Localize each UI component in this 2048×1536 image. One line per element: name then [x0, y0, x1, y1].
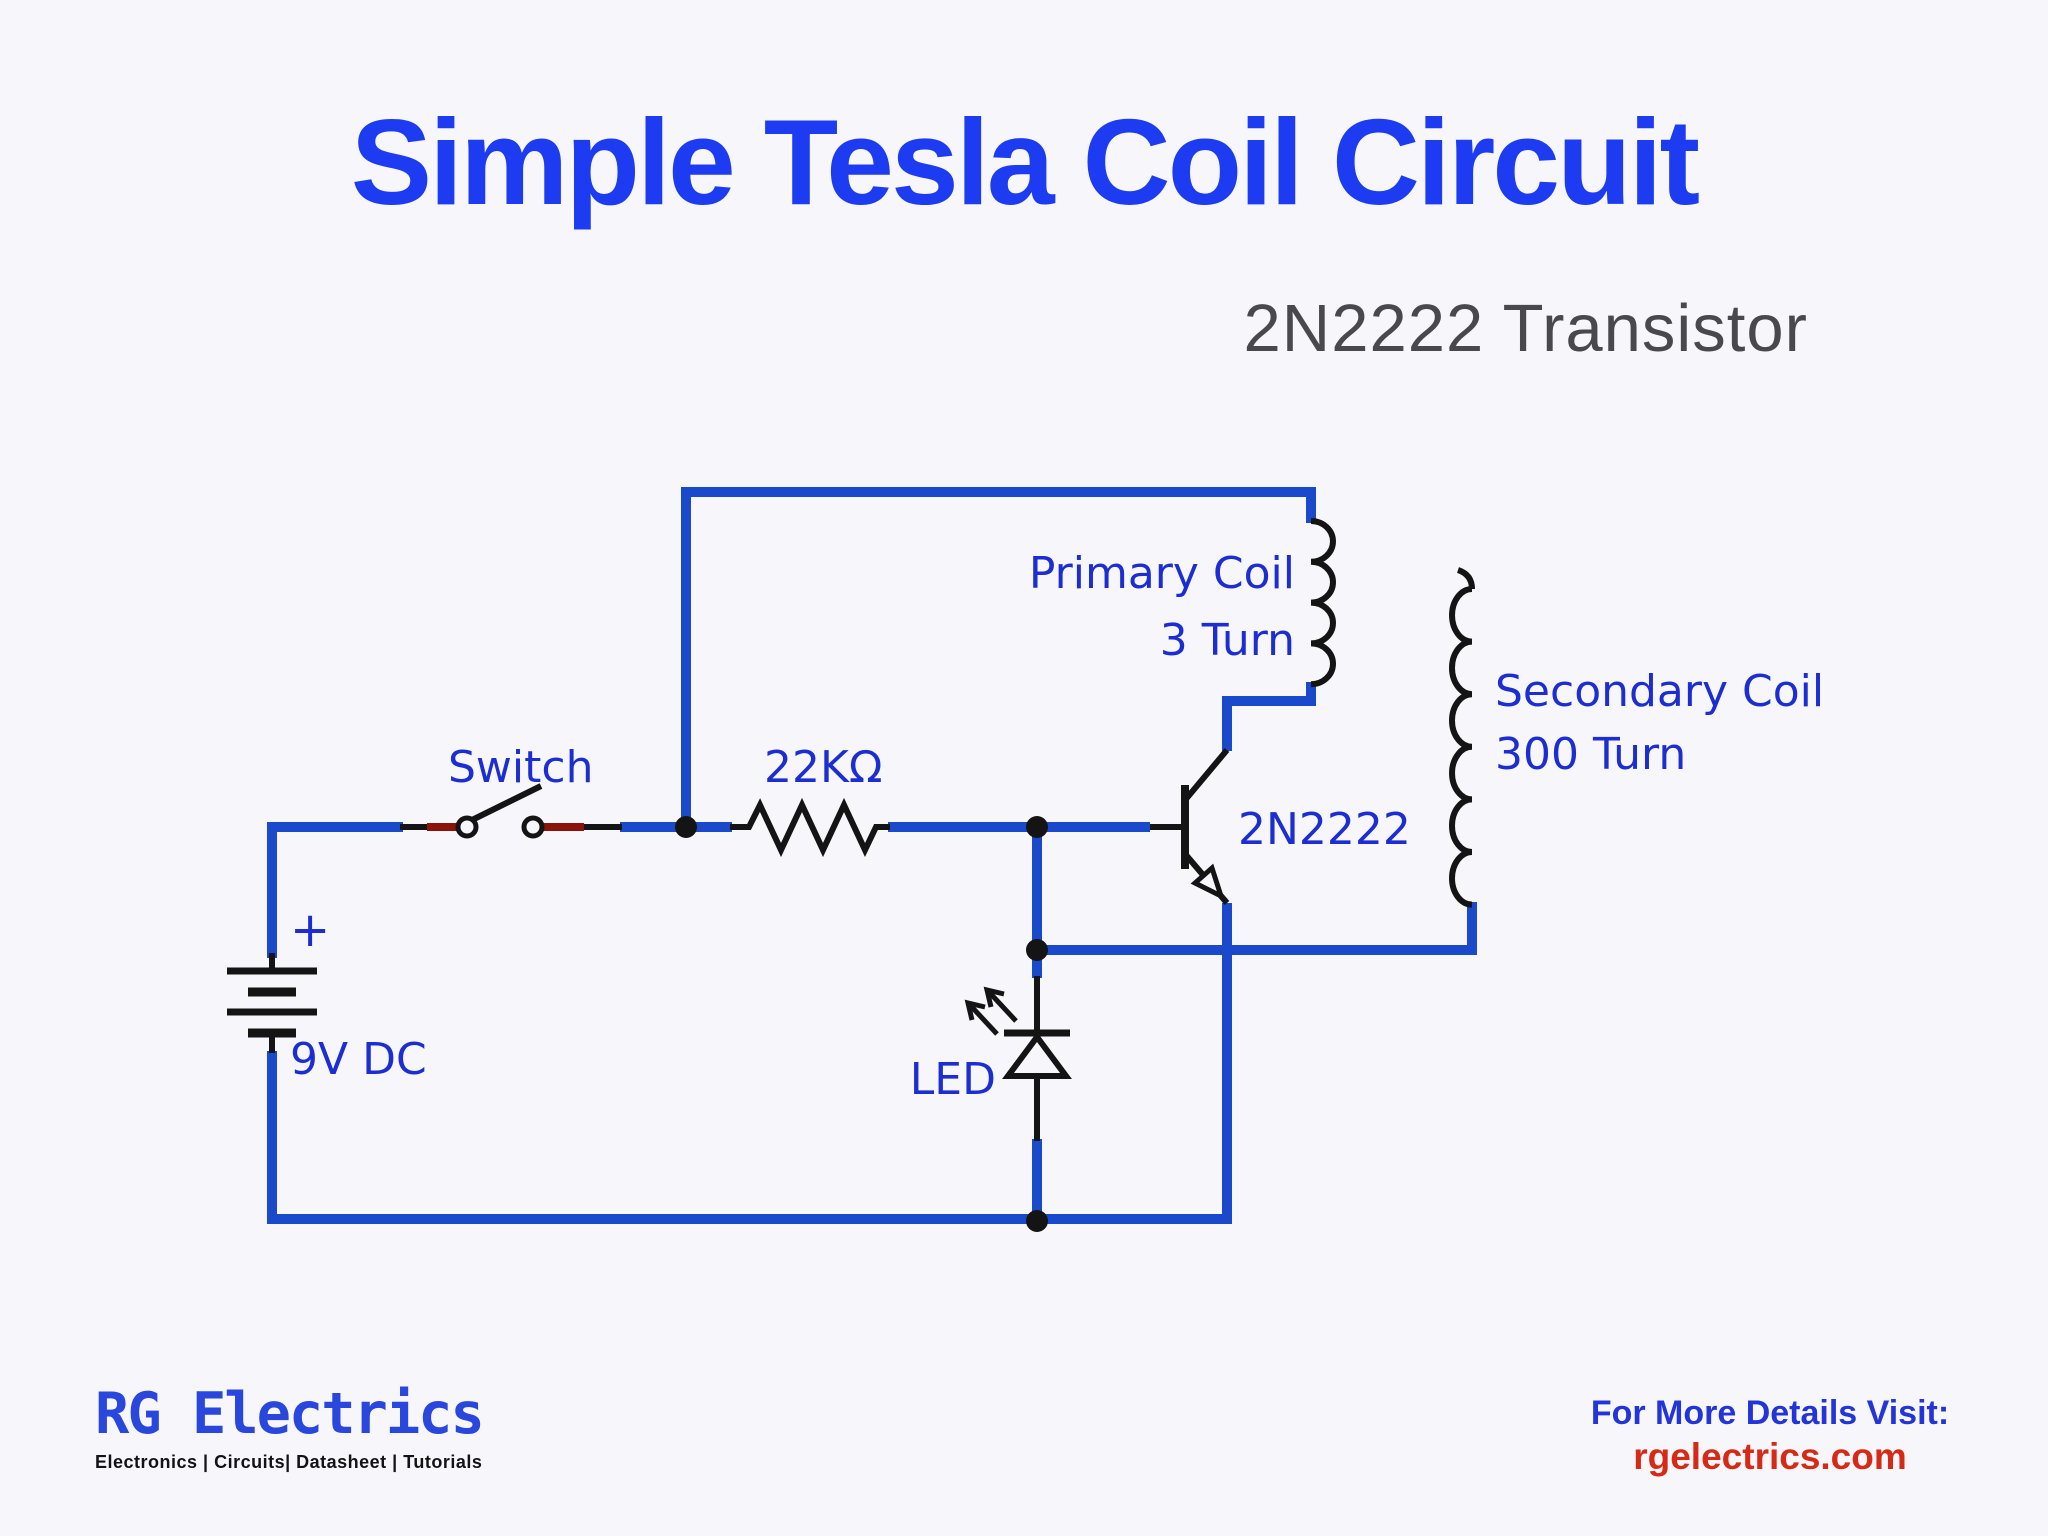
secondary-coil-label: Secondary Coil 300 Turn — [1495, 660, 1824, 786]
primary-coil-turns: 3 Turn — [1159, 615, 1295, 666]
primary-coil-label: Primary Coil 3 Turn — [1029, 540, 1295, 674]
switch-symbol — [400, 783, 622, 839]
brand-logo: RG Electrics Electronics | Circuits| Dat… — [95, 1381, 485, 1473]
page-title: Simple Tesla Coil Circuit — [350, 94, 1700, 230]
battery-symbol — [227, 953, 317, 1053]
secondary-coil-symbol — [1449, 567, 1475, 908]
battery-polarity-label: + — [290, 902, 331, 958]
wire-battery-to-switch — [267, 822, 403, 958]
primary-coil-name: Primary Coil — [1028, 548, 1295, 599]
footer-visit-text: For More Details Visit: — [1590, 1394, 1950, 1432]
primary-coil-symbol — [1310, 518, 1336, 688]
battery-label: 9V DC — [290, 1034, 427, 1085]
wire-primary-to-collector — [1222, 682, 1316, 751]
led-label: LED — [909, 1054, 996, 1105]
junction-dots — [675, 816, 1048, 1232]
wire-top-loop — [681, 487, 1316, 832]
brand-tagline: Electronics | Circuits| Datasheet | Tuto… — [95, 1452, 483, 1472]
wires — [267, 487, 1477, 1224]
footer-visit: For More Details Visit: rgelectrics.com — [1450, 1392, 2048, 1480]
emitter-arrow — [1190, 863, 1226, 901]
transistor-symbol — [1150, 748, 1230, 905]
secondary-coil-turns: 300 Turn — [1495, 729, 1687, 780]
wire-feedback-to-secondary — [1033, 902, 1477, 955]
brand-name: RG Electrics — [95, 1381, 485, 1447]
wire-emitter-ground-return — [267, 903, 1232, 1224]
footer-website-url: rgelectrics.com — [1633, 1436, 1907, 1477]
led-emission-arrows — [964, 986, 1018, 1036]
led-symbol — [964, 976, 1072, 1141]
page-subtitle: 2N2222 Transistor — [1243, 291, 1808, 366]
resistor-label: 22KΩ — [764, 742, 883, 793]
secondary-coil-name: Secondary Coil — [1495, 666, 1825, 717]
resistor-symbol — [730, 797, 890, 858]
transistor-label: 2N2222 — [1238, 804, 1411, 855]
switch-label: Switch — [448, 742, 594, 793]
